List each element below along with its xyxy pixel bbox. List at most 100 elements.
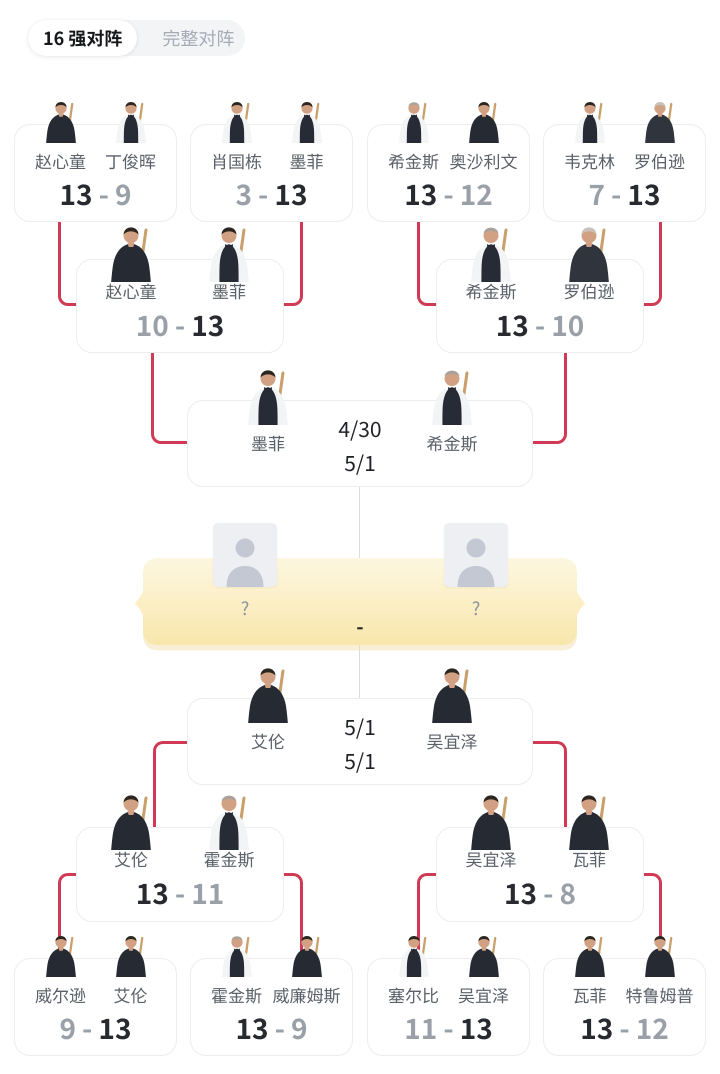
player2-slot: 丁俊晖: [95, 102, 166, 221]
match-card-r16-b3[interactable]: 塞尔比 吴宜泽 11-13: [367, 936, 530, 1056]
player1-photo: [463, 226, 519, 282]
player2-photo: [423, 667, 481, 723]
player1-name: 墨菲: [251, 430, 285, 455]
player1-photo: [392, 101, 436, 143]
match-score: 9-13: [15, 1014, 176, 1042]
connector-line: [359, 487, 360, 558]
match-card-r16-b2[interactable]: 霍金斯 威廉姆斯 13-9: [190, 936, 353, 1056]
player2-name: 墨菲: [212, 278, 246, 303]
player2-photo: [201, 794, 257, 850]
player1-name: 艾伦: [114, 846, 148, 871]
match-date-1: 5/1: [344, 712, 376, 742]
match-card-r16-b1[interactable]: 威尔逊 艾伦 9-13: [14, 936, 177, 1056]
match-date-2: 5/1: [344, 448, 376, 478]
finalist-placeholder-avatar: [213, 523, 277, 587]
player2-slot: 艾伦: [95, 936, 166, 1055]
match-card-sf-t[interactable]: 墨菲 希金斯 4/30 5/1: [187, 370, 533, 487]
player1-slot: 艾伦: [81, 795, 181, 921]
player1-name: 威尔逊: [35, 982, 86, 1007]
match-card-qf-t2[interactable]: 希金斯 罗伯逊 13-10: [436, 227, 644, 353]
player1-photo: [463, 794, 519, 850]
player1-photo: [568, 935, 612, 977]
match-card-r16-t3[interactable]: 希金斯 奥沙利文 13-12: [367, 102, 530, 222]
score-separator: -: [443, 1008, 454, 1048]
player1-name: 希金斯: [465, 278, 517, 303]
finalist-placeholder-avatar: [444, 523, 508, 587]
player2-name: 丁俊晖: [105, 148, 156, 173]
player1-photo: [239, 667, 297, 723]
player1-score: 13: [59, 174, 93, 214]
score-separator: -: [619, 1008, 630, 1048]
player1-score: 13: [504, 873, 538, 913]
player2-photo: [462, 935, 506, 977]
player2-score: 8: [559, 873, 576, 913]
player2-slot: 墨菲: [179, 227, 279, 352]
connector-line: [151, 352, 187, 444]
player2-slot: 墨菲: [271, 102, 342, 221]
tab-full-bracket[interactable]: 完整对阵: [137, 20, 245, 56]
match-card-sf-b[interactable]: 艾伦 吴宜泽 5/1 5/1: [187, 668, 533, 785]
player2-photo: [561, 226, 617, 282]
player2-slot: 霍金斯: [179, 795, 279, 921]
player1-score: 10: [135, 305, 169, 345]
tab-full-label: 完整对阵: [162, 25, 235, 51]
final-score-separator: -: [356, 611, 364, 640]
match-score: 13-12: [544, 1014, 705, 1042]
match-date-2: 5/1: [344, 746, 376, 776]
match-card-qf-b1[interactable]: 艾伦 霍金斯 13-11: [76, 795, 284, 922]
match-card-r16-b4[interactable]: 瓦菲 特鲁姆普 13-12: [543, 936, 706, 1056]
player2-photo: [423, 369, 481, 425]
player1-score: 13: [495, 305, 529, 345]
player1-photo: [39, 935, 83, 977]
player1-slot: 霍金斯: [201, 936, 272, 1055]
player2-photo: [638, 935, 682, 977]
score-separator: -: [611, 174, 622, 214]
player1-score: 13: [235, 1008, 269, 1048]
player2-slot: 罗伯逊: [539, 227, 639, 352]
player1-slot: 韦克林: [554, 102, 625, 221]
match-card-qf-t1[interactable]: 赵心童 墨菲 10-13: [76, 227, 284, 353]
player2-photo: [285, 101, 329, 143]
tab-round16-label: 16 强对阵: [43, 25, 123, 51]
player1-photo: [568, 101, 612, 143]
match-score: 10-13: [77, 311, 283, 339]
tab-round16-bracket[interactable]: 16 强对阵: [28, 20, 138, 56]
player2-score: 13: [274, 174, 308, 214]
player1-score: 9: [59, 1008, 77, 1048]
player1-photo: [39, 101, 83, 143]
player2-photo: [462, 101, 506, 143]
player2-photo: [561, 794, 617, 850]
match-card-qf-b2[interactable]: 吴宜泽 瓦菲 13-8: [436, 795, 644, 922]
match-card-r16-t2[interactable]: 肖国栋 墨菲 3-13: [190, 102, 353, 222]
player1-score: 13: [404, 174, 438, 214]
player1-name: 肖国栋: [211, 148, 262, 173]
match-score: 11-13: [368, 1014, 529, 1042]
player1-slot: 塞尔比: [378, 936, 449, 1055]
player1-slot: 瓦菲: [554, 936, 625, 1055]
player1-score: 7: [588, 174, 606, 214]
player2-slot: 吴宜泽: [372, 668, 532, 784]
connector-line: [533, 352, 567, 444]
match-score: 13-9: [191, 1014, 352, 1042]
match-card-r16-t1[interactable]: 赵心童 丁俊晖 13-9: [14, 102, 177, 222]
player1-photo: [215, 101, 259, 143]
player1-name: 艾伦: [251, 728, 285, 753]
player2-name: 瓦菲: [572, 846, 606, 871]
player1-slot: 肖国栋: [201, 102, 272, 221]
player1-name: 赵心童: [35, 148, 86, 173]
match-card-r16-t4[interactable]: 韦克林 罗伯逊 7-13: [543, 102, 706, 222]
player1-name: 霍金斯: [211, 982, 262, 1007]
score-separator: -: [258, 174, 269, 214]
player1-slot: 吴宜泽: [441, 795, 541, 921]
match-score: 7-13: [544, 180, 705, 208]
player2-score: 9: [290, 1008, 308, 1048]
player2-name: 霍金斯: [203, 846, 255, 871]
player1-slot: 赵心童: [81, 227, 181, 352]
connector-line: [644, 222, 662, 306]
player1-photo: [239, 369, 297, 425]
score-separator: -: [82, 1008, 93, 1048]
player1-name: 希金斯: [388, 148, 439, 173]
finalist-unknown-label: ?: [471, 595, 481, 621]
player2-score: 11: [191, 873, 225, 913]
